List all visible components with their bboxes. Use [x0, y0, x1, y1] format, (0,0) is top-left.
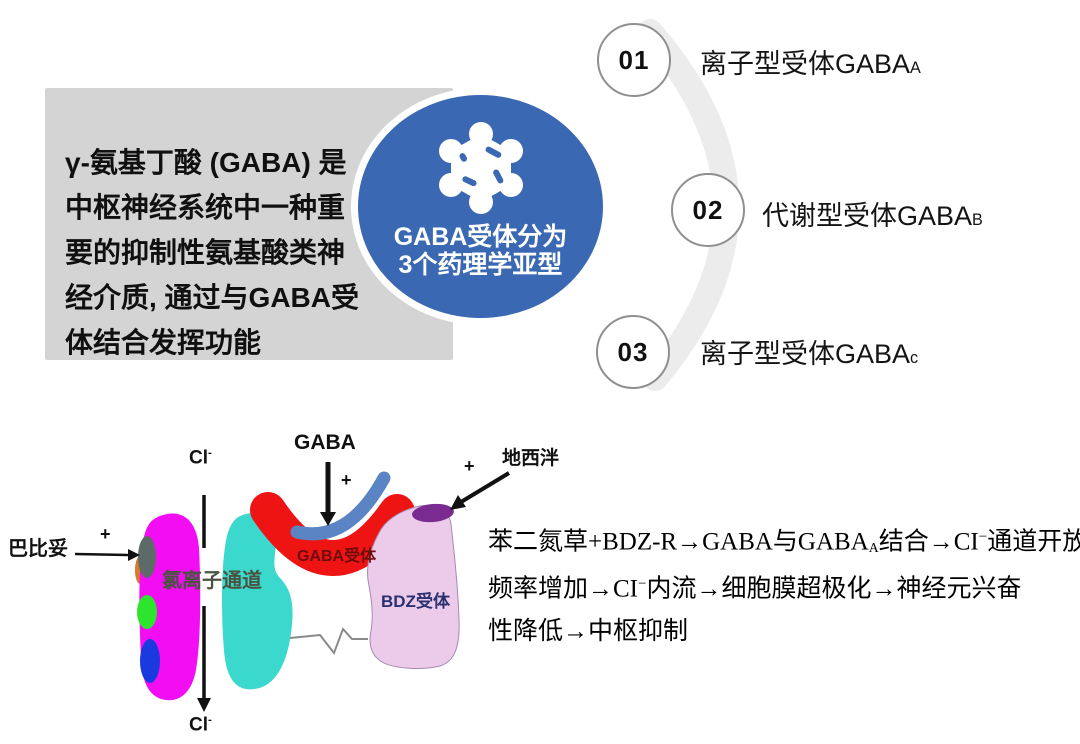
mechanism-line-3: 性降低→中枢抑制: [488, 608, 1080, 655]
subtype-01-number: 01: [618, 44, 650, 75]
receptor-diagram-shapes: [74, 462, 511, 712]
hub-circle: GABA受体分为 3个药理学亚型: [351, 88, 610, 325]
mechanism-seg: 结合→CI: [878, 528, 979, 556]
mechanism-superscript: −: [638, 576, 647, 592]
membrane-shape: [222, 512, 293, 690]
green-site: [137, 595, 157, 629]
diagram-arrows: [74, 462, 511, 712]
subtype-03-circle: 03: [596, 315, 670, 389]
mechanism-seg: 通道开放: [987, 528, 1080, 556]
diazepam-arrowhead: [450, 495, 466, 510]
subtype-02-label: 代谢型受体GABAB: [762, 194, 983, 233]
subtype-01-label-suffix: A: [910, 59, 921, 77]
blue-site: [140, 639, 160, 683]
subtype-02-circle: 02: [671, 173, 745, 247]
mechanism-seg: 苯二氮草+BDZ-R→GABA与GABA: [488, 528, 869, 556]
mechanism-subscript: A: [868, 540, 879, 555]
mechanism-seg: 性降低→中枢抑制: [488, 618, 689, 645]
gaba-label: GABA: [294, 431, 356, 454]
chloride-bottom-charge: -: [208, 714, 212, 726]
hub-title-line1: GABA受体分为: [393, 223, 568, 251]
subtype-02-label-text: 代谢型受体GABA: [762, 201, 973, 231]
mechanism-text: 苯二氮草+BDZ-R→GABA与GABAA结合→CI−通道开放 频率增加→CI−…: [488, 514, 1080, 655]
barbiturate-label: 巴比妥: [8, 538, 68, 560]
gray-site: [138, 536, 156, 578]
barbiturate-plus-sign: +: [100, 524, 111, 544]
hub-title: GABA受体分为 3个药理学亚型: [394, 223, 568, 279]
gaba-plus-sign: +: [341, 470, 352, 490]
mechanism-superscript: −: [978, 529, 988, 545]
subtype-01-label-text: 离子型受体GABA: [700, 49, 911, 79]
subtype-02-number: 02: [692, 194, 724, 225]
chloride-top-label: Cl-: [189, 447, 212, 469]
mechanism-line-2: 频率增加→CI−内流→细胞膜超极化→神经元兴奋: [488, 561, 1080, 608]
chloride-bottom-label: Cl-: [189, 714, 212, 736]
diazepam-site: [412, 503, 454, 523]
mechanism-seg: 内流→细胞膜超极化→神经元兴奋: [646, 575, 1022, 603]
intro-line: 中枢神经系统中一种重: [65, 192, 346, 223]
chloride-flow-arrowhead: [197, 698, 211, 712]
diazepam-arrow: [459, 471, 511, 504]
subtype-03-label: 离子型受体GABAc: [700, 332, 918, 371]
subtype-01-circle: 01: [597, 23, 671, 97]
gabaa-receptor-diagram: 巴比妥 + Cl- 氯离子通道 GABA + GABA受体 地西泮 + BDZ受…: [0, 420, 580, 744]
molecule-icon: [438, 122, 523, 214]
chloride-bottom-text: Cl: [189, 714, 208, 736]
chloride-channel-label: 氯离子通道: [162, 570, 262, 592]
subtype-02-label-suffix: B: [972, 211, 983, 229]
bdz-receptor-shape: [367, 504, 460, 670]
subtype-03-number: 03: [617, 336, 649, 367]
subtype-03-label-text: 离子型受体GABA: [700, 339, 911, 369]
intro-line: 经介质, 通过与GABA受: [65, 282, 360, 313]
coupling-zigzag-line: [289, 627, 368, 656]
gaba-arrowhead: [320, 512, 336, 526]
mechanism-line-1: 苯二氮草+BDZ-R→GABA与GABAA结合→CI−通道开放: [488, 514, 1080, 561]
intro-text: γ-氨基丁酸 (GABA) 是 中枢神经系统中一种重 要的抑制性氨基酸类神 经介…: [65, 140, 359, 365]
barbiturate-arrow: [74, 552, 129, 557]
mechanism-seg: 频率增加→CI: [488, 575, 639, 603]
intro-line: 体结合发挥功能: [65, 327, 262, 358]
bdz-receptor-label: BDZ受体: [381, 592, 450, 611]
subtype-03-label-suffix: c: [910, 349, 919, 367]
barbiturate-arrowhead: [128, 549, 140, 561]
intro-line: γ-氨基丁酸 (GABA) 是: [65, 147, 347, 178]
hub-title-line2: 3个药理学亚型: [398, 251, 563, 279]
chloride-top-charge: -: [208, 447, 212, 459]
diazepam-label: 地西泮: [502, 448, 560, 469]
diazepam-plus-sign: +: [464, 456, 475, 476]
intro-line: 要的抑制性氨基酸类神: [65, 237, 346, 268]
subtype-01-label: 离子型受体GABAA: [700, 42, 921, 81]
chloride-top-text: Cl: [189, 447, 208, 469]
gaba-receptor-label: GABA受体: [297, 548, 377, 565]
gaba-ligand-band: [290, 471, 391, 541]
